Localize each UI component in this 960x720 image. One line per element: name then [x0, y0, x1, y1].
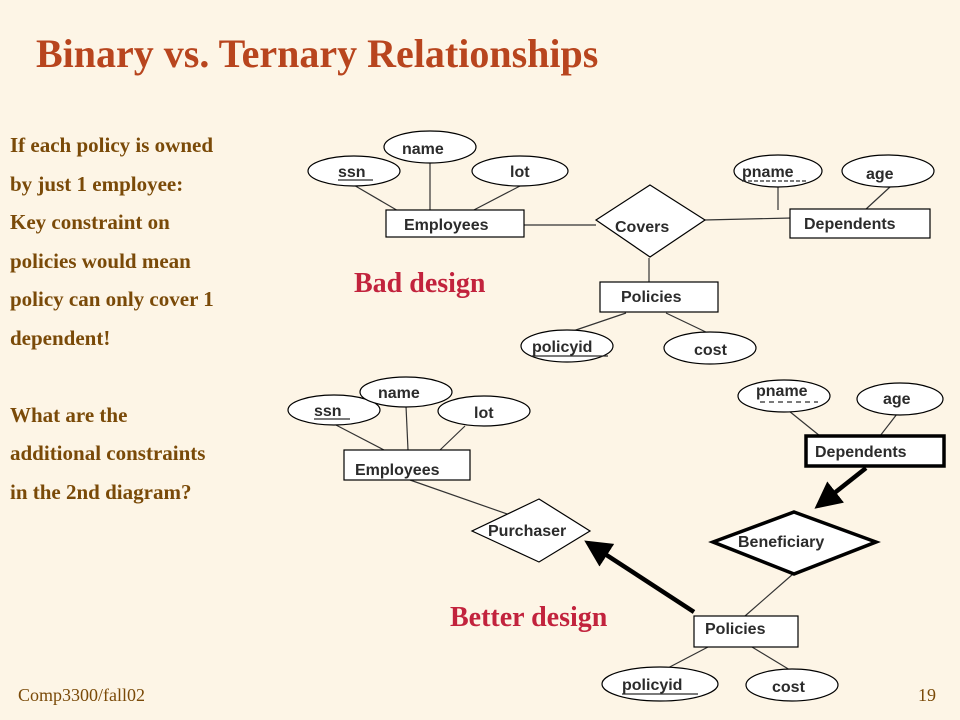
- entity-dependents: Dependents: [789, 208, 931, 239]
- side-explanation: If each policy is owned by just 1 employ…: [10, 126, 290, 511]
- entity-employees-label: Employees: [404, 217, 489, 234]
- attr-ssn: ssn: [307, 155, 401, 187]
- attr-lot-label: lot: [510, 164, 530, 181]
- side-text-line: in the 2nd diagram?: [10, 479, 192, 504]
- attr2-policyid: policyid: [601, 666, 719, 702]
- relationship-purchaser: Purchaser: [470, 498, 592, 563]
- attr-pname-label: pname: [742, 164, 794, 181]
- attr2-pname: pname: [737, 379, 831, 413]
- attr2-age-label: age: [883, 391, 911, 408]
- attr-age-label: age: [866, 166, 894, 183]
- side-text-line: policies would mean: [10, 248, 191, 273]
- attr-name-label: name: [402, 141, 444, 158]
- bad-design-caption: Bad design: [354, 268, 486, 299]
- attr2-ssn-label: ssn: [314, 403, 342, 420]
- diagram2-connectors: [333, 405, 898, 671]
- entity2-dependents: Dependents: [804, 434, 946, 468]
- attr2-lot: lot: [437, 395, 531, 427]
- attr2-name-label: name: [378, 385, 420, 402]
- side-text-line: Key constraint on: [10, 210, 170, 234]
- side-text-line: by just 1 employee:: [10, 171, 184, 196]
- attr-age: age: [841, 154, 935, 188]
- side-text-line: If each policy is owned: [10, 133, 214, 157]
- attr2-lot-label: lot: [474, 405, 494, 422]
- attr-policyid: policyid: [520, 329, 614, 363]
- attr2-age: age: [856, 382, 944, 416]
- attr-cost: cost: [663, 331, 757, 365]
- page-number: 19: [918, 685, 936, 705]
- course-footer: Comp3300/fall02: [18, 685, 145, 705]
- attr-cost-label: cost: [694, 342, 728, 359]
- entity2-policies-label: Policies: [705, 621, 766, 638]
- attr-name: name: [383, 130, 477, 164]
- attr2-policyid-label: policyid: [622, 677, 682, 694]
- side-text-line: policy can only cover 1: [10, 287, 214, 311]
- dependents-to-beneficiary-arrow: [814, 466, 868, 509]
- attr-pname: pname: [733, 154, 823, 188]
- attr2-cost: cost: [745, 668, 839, 702]
- relationship-purchaser-label: Purchaser: [488, 523, 566, 540]
- entity2-employees: Employees: [343, 449, 471, 481]
- relationship-covers-label: Covers: [615, 219, 669, 236]
- diagram1-connectors: [351, 163, 891, 335]
- entity-dependents-label: Dependents: [804, 216, 896, 233]
- better-design-caption: Better design: [450, 602, 608, 633]
- entity-policies: Policies: [599, 281, 719, 313]
- entity-policies-label: Policies: [621, 289, 682, 306]
- side-text-line: What are the: [10, 402, 128, 427]
- attr-policyid-label: policyid: [532, 339, 592, 356]
- slide-title: Binary vs. Ternary Relationships: [36, 31, 599, 76]
- attr-ssn-label: ssn: [338, 164, 366, 181]
- diagram-bad-design: ssn name lot Employees Covers pname: [307, 130, 935, 365]
- relationship-covers: Covers: [594, 184, 707, 258]
- attr2-pname-label: pname: [756, 383, 808, 400]
- relationship-beneficiary: Beneficiary: [708, 510, 881, 576]
- entity2-employees-label: Employees: [355, 462, 440, 479]
- policies-to-purchaser-arrow: [584, 540, 696, 614]
- attr2-ssn: ssn: [287, 394, 381, 426]
- entity-employees: Employees: [385, 209, 525, 238]
- attr2-name: name: [359, 376, 453, 408]
- relationship-beneficiary-label: Beneficiary: [738, 534, 824, 551]
- entity2-policies: Policies: [693, 615, 799, 648]
- entity2-dependents-label: Dependents: [815, 444, 907, 461]
- attr-lot: lot: [471, 155, 569, 187]
- attr2-cost-label: cost: [772, 679, 806, 696]
- side-text-line: additional constraints: [10, 441, 206, 465]
- side-text-line: dependent!: [10, 325, 111, 350]
- diagram-better-design: ssn name lot Employees Purchaser pname: [287, 376, 946, 702]
